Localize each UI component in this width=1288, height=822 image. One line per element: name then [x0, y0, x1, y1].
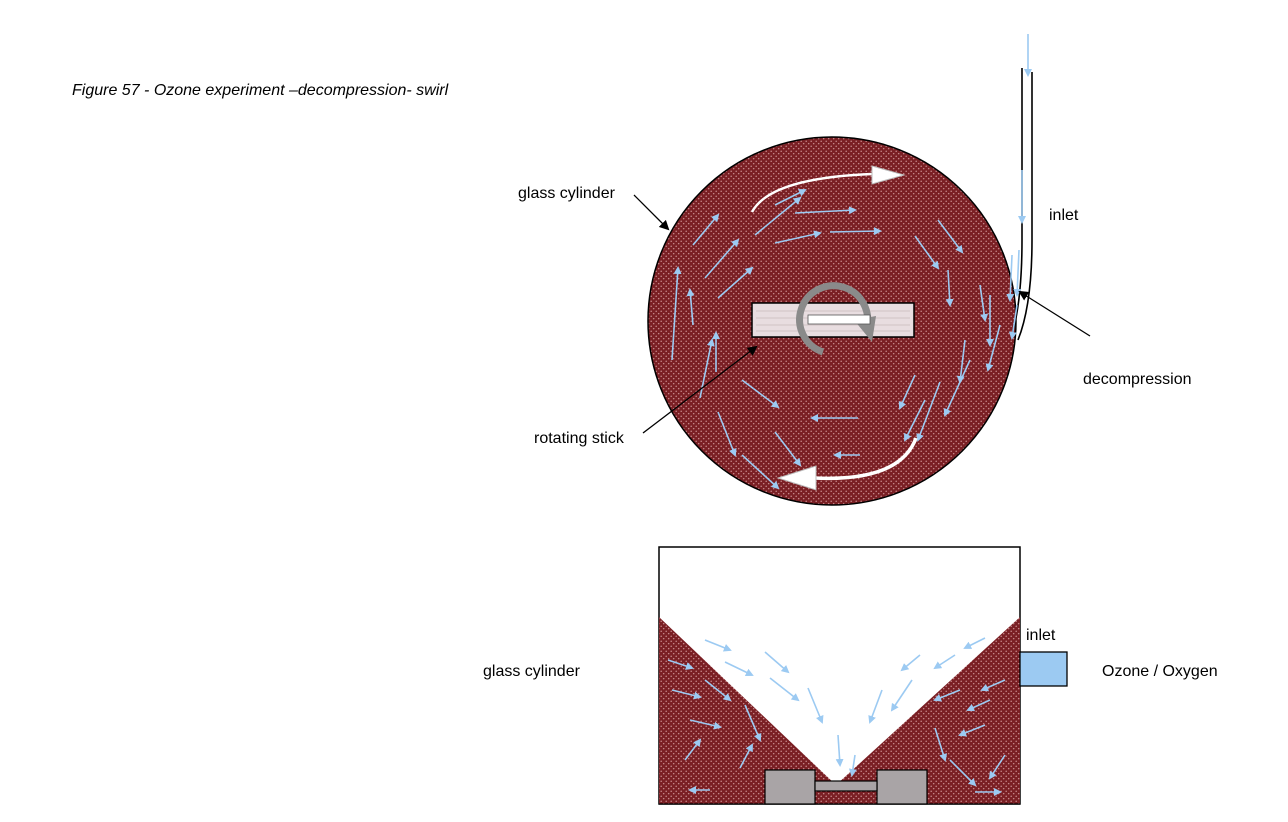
stirrer-magnet-right — [876, 769, 928, 805]
glass-cylinder-leader — [633, 194, 670, 231]
swirl-arrow-bottom-head — [776, 465, 817, 491]
inlet-tube-inner — [1017, 72, 1033, 341]
label-inlet-side: inlet — [1026, 627, 1056, 644]
swirl-flow-arrows — [671, 189, 1001, 490]
gas-inlet-box — [1019, 651, 1068, 687]
swirl-arrow-top — [750, 172, 873, 213]
inlet-flow-arrows — [1006, 34, 1032, 340]
side-view: glass cylinder inlet Ozone / Oxygen — [483, 546, 1218, 805]
vortex-flow-arrows — [667, 637, 1006, 796]
label-decompression: decompression — [1083, 371, 1192, 388]
swirl-arrow-bottom — [813, 437, 918, 481]
circular-rotation-arrow-icon — [796, 282, 876, 356]
rotating-stick-leader — [642, 345, 758, 434]
stirrer-magnet-left — [764, 769, 816, 805]
label-glass-cylinder-side: glass cylinder — [483, 663, 581, 680]
label-glass-cylinder-top: glass cylinder — [518, 185, 616, 202]
decompression-leader — [1018, 290, 1091, 337]
figure-caption: Figure 57 - Ozone experiment –decompress… — [72, 82, 449, 99]
label-ozone-oxygen: Ozone / Oxygen — [1102, 663, 1218, 680]
stirrer-bar — [814, 780, 878, 792]
liquid-vortex — [659, 617, 1020, 804]
stick-texture — [756, 310, 910, 332]
label-rotating-stick: rotating stick — [534, 430, 625, 447]
label-inlet-top: inlet — [1049, 207, 1079, 224]
swirl-arrow-top-head — [871, 165, 906, 185]
top-view: glass cylinder inlet decompression rotat… — [518, 34, 1192, 506]
